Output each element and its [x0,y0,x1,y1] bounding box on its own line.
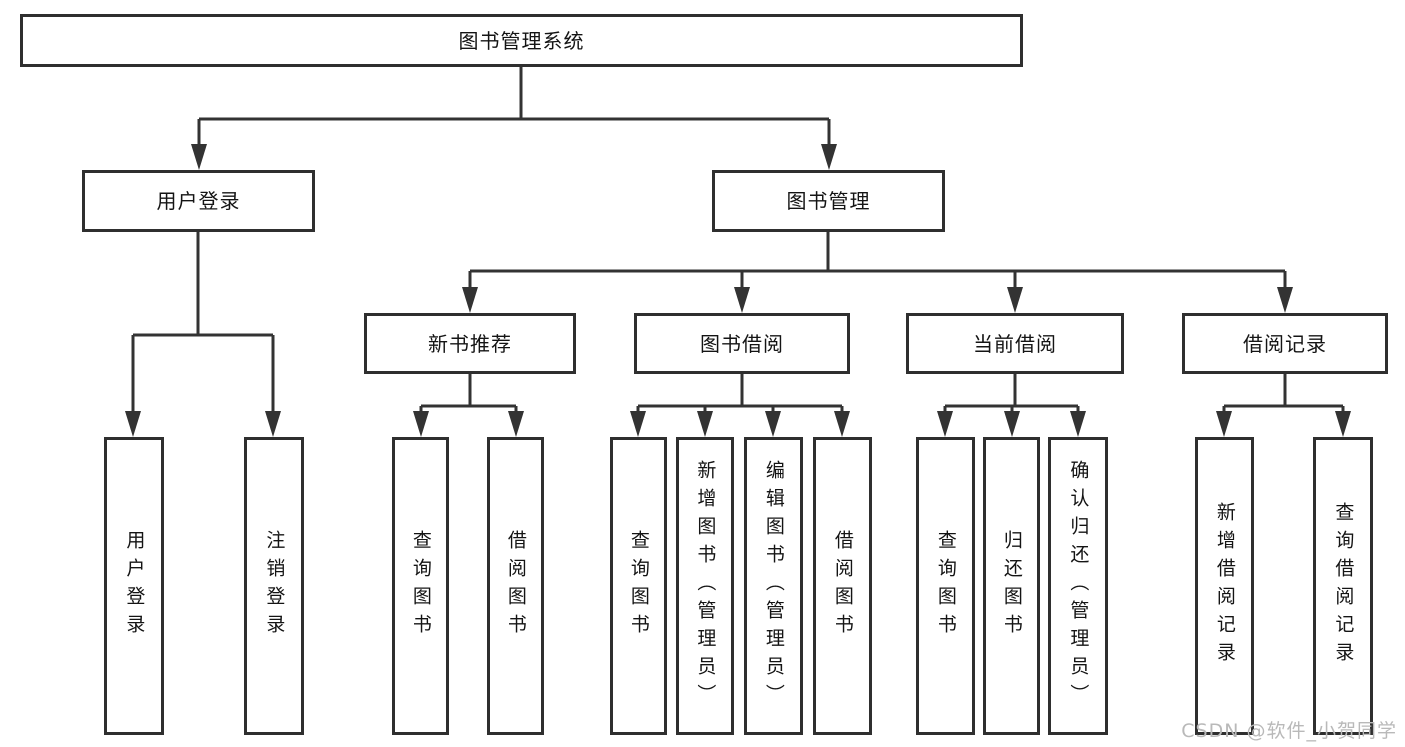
leaf-current-return-books: 归还图书 [983,437,1040,735]
leaf-records-add-borrow-record: 新增借阅记录 [1195,437,1254,735]
node-root-library-management-system: 图书管理系统 [20,14,1023,67]
arrowhead-icon [191,144,207,170]
arrowhead-icon [462,287,478,313]
node-label: 当前借阅 [973,331,1057,356]
arrowhead-icon [765,411,781,437]
arrowhead-icon [1007,287,1023,313]
leaf-logout: 注销登录 [244,437,304,735]
connector-lines [131,67,1345,419]
node-current-borrowing: 当前借阅 [906,313,1124,374]
arrowheads [125,144,1351,437]
arrowhead-icon [1277,287,1293,313]
node-label: 确认归还（管理员） [1067,460,1090,712]
arrowhead-icon [1070,411,1086,437]
leaf-newbook-query-books: 查询图书 [392,437,449,735]
node-borrowing-records: 借阅记录 [1182,313,1388,374]
node-label: 借阅图书 [831,530,854,642]
arrowhead-icon [630,411,646,437]
leaf-borrow-edit-books-admin: 编辑图书（管理员） [744,437,803,735]
node-book-management: 图书管理 [712,170,945,232]
arrowhead-icon [508,411,524,437]
arrowhead-icon [265,411,281,437]
node-label: 新增图书（管理员） [694,460,717,712]
node-label: 查询借阅记录 [1332,502,1355,670]
arrowhead-icon [125,411,141,437]
node-label: 新书推荐 [428,331,512,356]
node-label: 借阅图书 [504,530,527,642]
arrowhead-icon [1004,411,1020,437]
node-label: 查询图书 [934,530,957,642]
node-label: 用户登录 [156,189,241,213]
node-label: 图书管理 [786,189,871,213]
node-label: 编辑图书（管理员） [762,460,785,712]
node-user-login: 用户登录 [82,170,315,232]
arrowhead-icon [821,144,837,170]
arrowhead-icon [413,411,429,437]
arrowhead-icon [937,411,953,437]
arrowhead-icon [734,287,750,313]
leaf-current-confirm-return-admin: 确认归还（管理员） [1048,437,1108,735]
arrowhead-icon [697,411,713,437]
leaf-user-login: 用户登录 [104,437,164,735]
node-label: 用户登录 [123,530,146,642]
leaf-records-query-borrow-record: 查询借阅记录 [1313,437,1373,735]
node-book-borrowing: 图书借阅 [634,313,850,374]
watermark: CSDN @软件_小贺同学 [1181,720,1397,742]
node-label: 新增借阅记录 [1213,502,1236,670]
node-new-book-recommend: 新书推荐 [364,313,576,374]
node-label: 注销登录 [263,530,286,642]
arrowhead-icon [834,411,850,437]
leaf-newbook-borrow-books: 借阅图书 [487,437,544,735]
node-label: 查询图书 [627,530,650,642]
node-label: 归还图书 [1000,530,1023,642]
leaf-borrow-query-books: 查询图书 [610,437,667,735]
node-label: 借阅记录 [1243,331,1327,356]
node-label: 图书借阅 [700,331,784,356]
node-label: 图书管理系统 [458,28,585,53]
node-label: 查询图书 [409,530,432,642]
arrowhead-icon [1335,411,1351,437]
arrowhead-icon [1216,411,1232,437]
leaf-borrow-add-books-admin: 新增图书（管理员） [676,437,734,735]
leaf-borrow-borrow-books: 借阅图书 [813,437,872,735]
leaf-current-query-books: 查询图书 [916,437,975,735]
